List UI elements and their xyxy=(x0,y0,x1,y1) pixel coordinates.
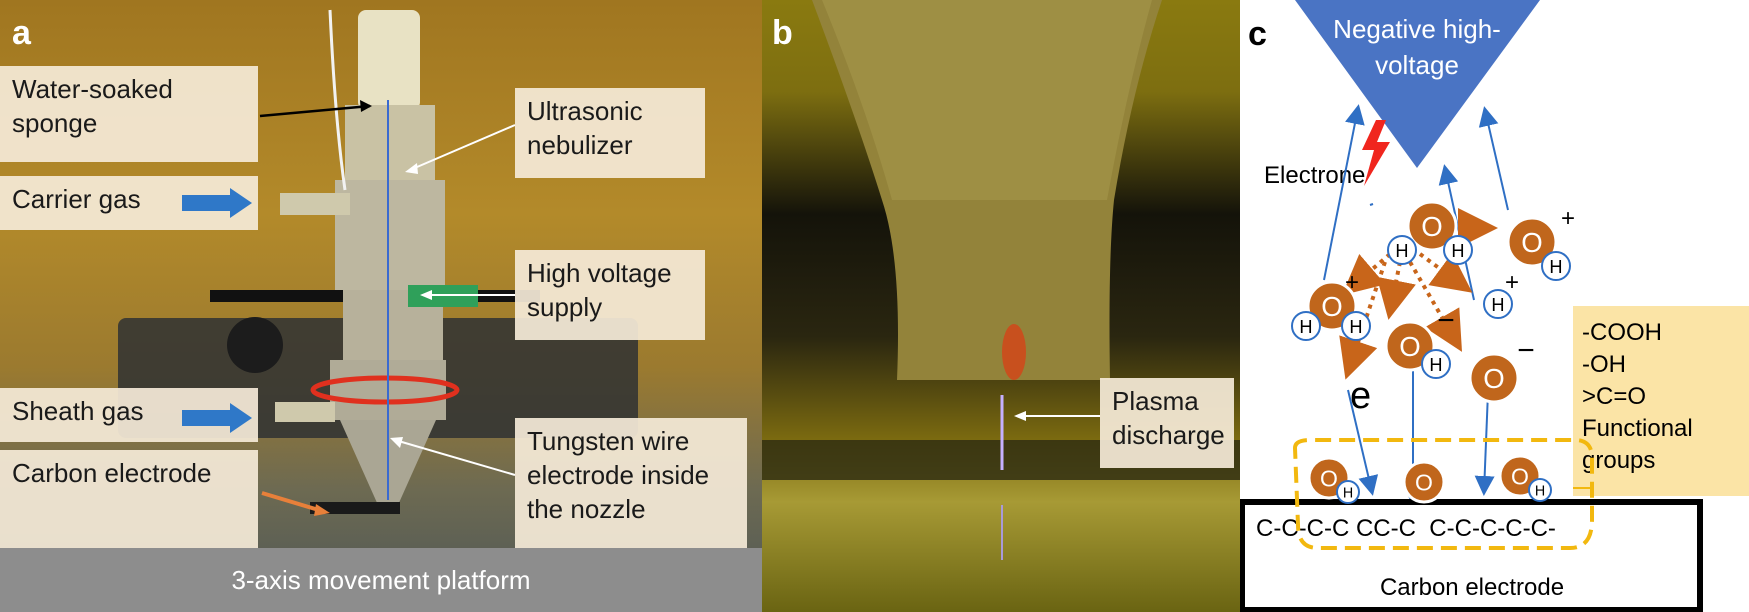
nozzle-closeup xyxy=(762,0,1256,560)
hydrogen-atom xyxy=(1336,480,1360,504)
panel-a-letter: a xyxy=(12,14,31,52)
oxygen-atom xyxy=(1506,216,1558,268)
nebulizer-label: Ultrasonic nebulizer xyxy=(515,88,705,178)
panel-b-letter: b xyxy=(772,14,793,52)
hydrogen-atom xyxy=(1387,235,1417,265)
water-sponge-label: Water-soaked sponge xyxy=(0,66,258,162)
hydrogen-symbol: H xyxy=(1299,317,1312,337)
movement-platform: 3-axis movement platform xyxy=(0,548,762,612)
hydrogen-symbol: H xyxy=(1429,355,1442,375)
carbon-chain: C-C-C-C CC-C C-C-C-C-C- xyxy=(1256,515,1556,542)
functional-groups-box xyxy=(1573,306,1749,496)
plasma-discharge-label: Plasma discharge xyxy=(1100,378,1234,468)
electron-symbol: e xyxy=(1350,375,1371,417)
oxygen-symbol: O xyxy=(1421,211,1442,242)
hydrogen-atom xyxy=(1341,311,1371,341)
oxygen-atom xyxy=(1402,460,1446,504)
hv-triangle xyxy=(1295,0,1540,168)
hydrogen-symbol: H xyxy=(1395,241,1408,261)
hydrogen-atom xyxy=(1443,235,1473,265)
hydrogen-atom xyxy=(1291,311,1321,341)
minus-charge: − xyxy=(1517,334,1535,367)
hydrogen-atom xyxy=(1421,349,1451,379)
oxygen-symbol: O xyxy=(1521,227,1542,258)
oxygen-symbol: O xyxy=(1321,291,1342,322)
oxygen-atom xyxy=(1468,352,1520,404)
hv-label-line1: Negative high- xyxy=(1333,14,1501,44)
group-groups: groups xyxy=(1582,447,1655,474)
electrone-label: Electrone xyxy=(1264,162,1365,189)
hydrogen-symbol: H xyxy=(1491,295,1504,315)
group-functional: Functional xyxy=(1582,415,1693,442)
gas-arrows xyxy=(182,188,252,433)
oxygen-symbol: O xyxy=(1483,363,1504,394)
surface-dashed-outline xyxy=(1292,438,1594,550)
oxygen-symbol: O xyxy=(1415,469,1433,495)
hydrogen-symbol: H xyxy=(1349,317,1362,337)
minus-charge: − xyxy=(1437,304,1455,337)
hydrogen-atom xyxy=(1483,289,1513,319)
tungsten-label: Tungsten wire electrode inside the nozzl… xyxy=(515,418,747,548)
hydrogen-atom xyxy=(1541,251,1571,281)
panel-a-photo: a Water-soaked sponge Carrier gas Sheath… xyxy=(0,0,762,612)
oxygen-symbol: O xyxy=(1511,463,1529,489)
oxygen-atom xyxy=(1384,320,1436,372)
hv-label-line2: voltage xyxy=(1375,50,1459,80)
plus-charge: + xyxy=(1561,205,1575,232)
oxygen-symbol: O xyxy=(1399,331,1420,362)
oxygen-symbol: O xyxy=(1320,465,1338,491)
lightning-icon xyxy=(1362,120,1390,186)
hydrogen-symbol: H xyxy=(1535,484,1545,500)
oxygen-atom xyxy=(1406,200,1458,252)
hydrogen-symbol: H xyxy=(1451,241,1464,261)
panel-b-photo: b Plasma discharge xyxy=(762,0,1256,612)
panel-c-diagram: Negative high- voltage c Electrone -COOH… xyxy=(1240,0,1749,612)
carbon-electrode-box xyxy=(1240,499,1703,612)
carbon-electrode-label: Carbon electrode xyxy=(0,450,258,548)
carbon-electrode-label: Carbon electrode xyxy=(1380,574,1564,601)
hydrogen-symbol: H xyxy=(1549,257,1562,277)
hydrogen-symbol: H xyxy=(1343,486,1353,502)
panel-c-letter: c xyxy=(1248,15,1267,53)
hv-supply-label: High voltage supply xyxy=(515,250,705,340)
sheath-gas-arrow xyxy=(182,403,252,433)
plus-charge: + xyxy=(1505,269,1519,296)
group-oh: -OH xyxy=(1582,351,1626,378)
hydrogen-atom xyxy=(1528,478,1552,502)
plus-charge: + xyxy=(1345,269,1359,296)
group-co: >C=O xyxy=(1582,383,1646,410)
group-cooh: -COOH xyxy=(1582,319,1662,346)
carrier-gas-arrow xyxy=(182,188,252,218)
